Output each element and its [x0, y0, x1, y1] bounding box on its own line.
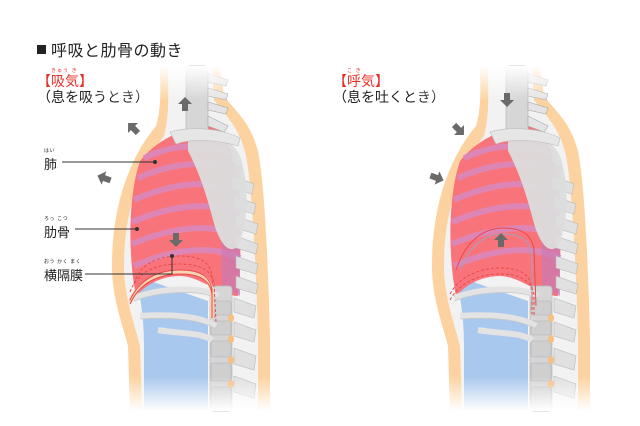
inhale-figure [100, 66, 280, 411]
exhale-figure [420, 66, 600, 411]
label-rib-text: 肋骨 [44, 226, 71, 241]
leader-lines [62, 160, 174, 275]
label-lung-ruby: はい [44, 148, 56, 154]
inhale-ruby: きゅう き [51, 68, 78, 74]
label-lung: はい 肺 [44, 148, 57, 173]
label-lung-text: 肺 [44, 158, 58, 173]
label-rib: ろっ こつ 肋骨 [44, 216, 70, 241]
exhale-ruby: こ き [347, 68, 362, 74]
bullet-square-icon [37, 45, 46, 54]
exhale-description: （息を吐くとき） [333, 90, 445, 106]
exhale-title: 【呼気】 [333, 74, 389, 90]
label-rib-ruby: ろっ こつ [44, 216, 69, 222]
label-diaphragm: おう かく まく 横隔膜 [44, 259, 83, 284]
label-diaphragm-text: 横隔膜 [44, 269, 84, 284]
label-diaphragm-ruby: おう かく まく [44, 259, 82, 265]
page-title: 呼吸と肋骨の動き [37, 37, 183, 61]
inhale-title: 【吸気】 [37, 74, 93, 90]
exhale-caption: こ き 【呼気】 （息を吐くとき） [333, 68, 445, 107]
page-title-text: 呼吸と肋骨の動き [51, 41, 184, 60]
